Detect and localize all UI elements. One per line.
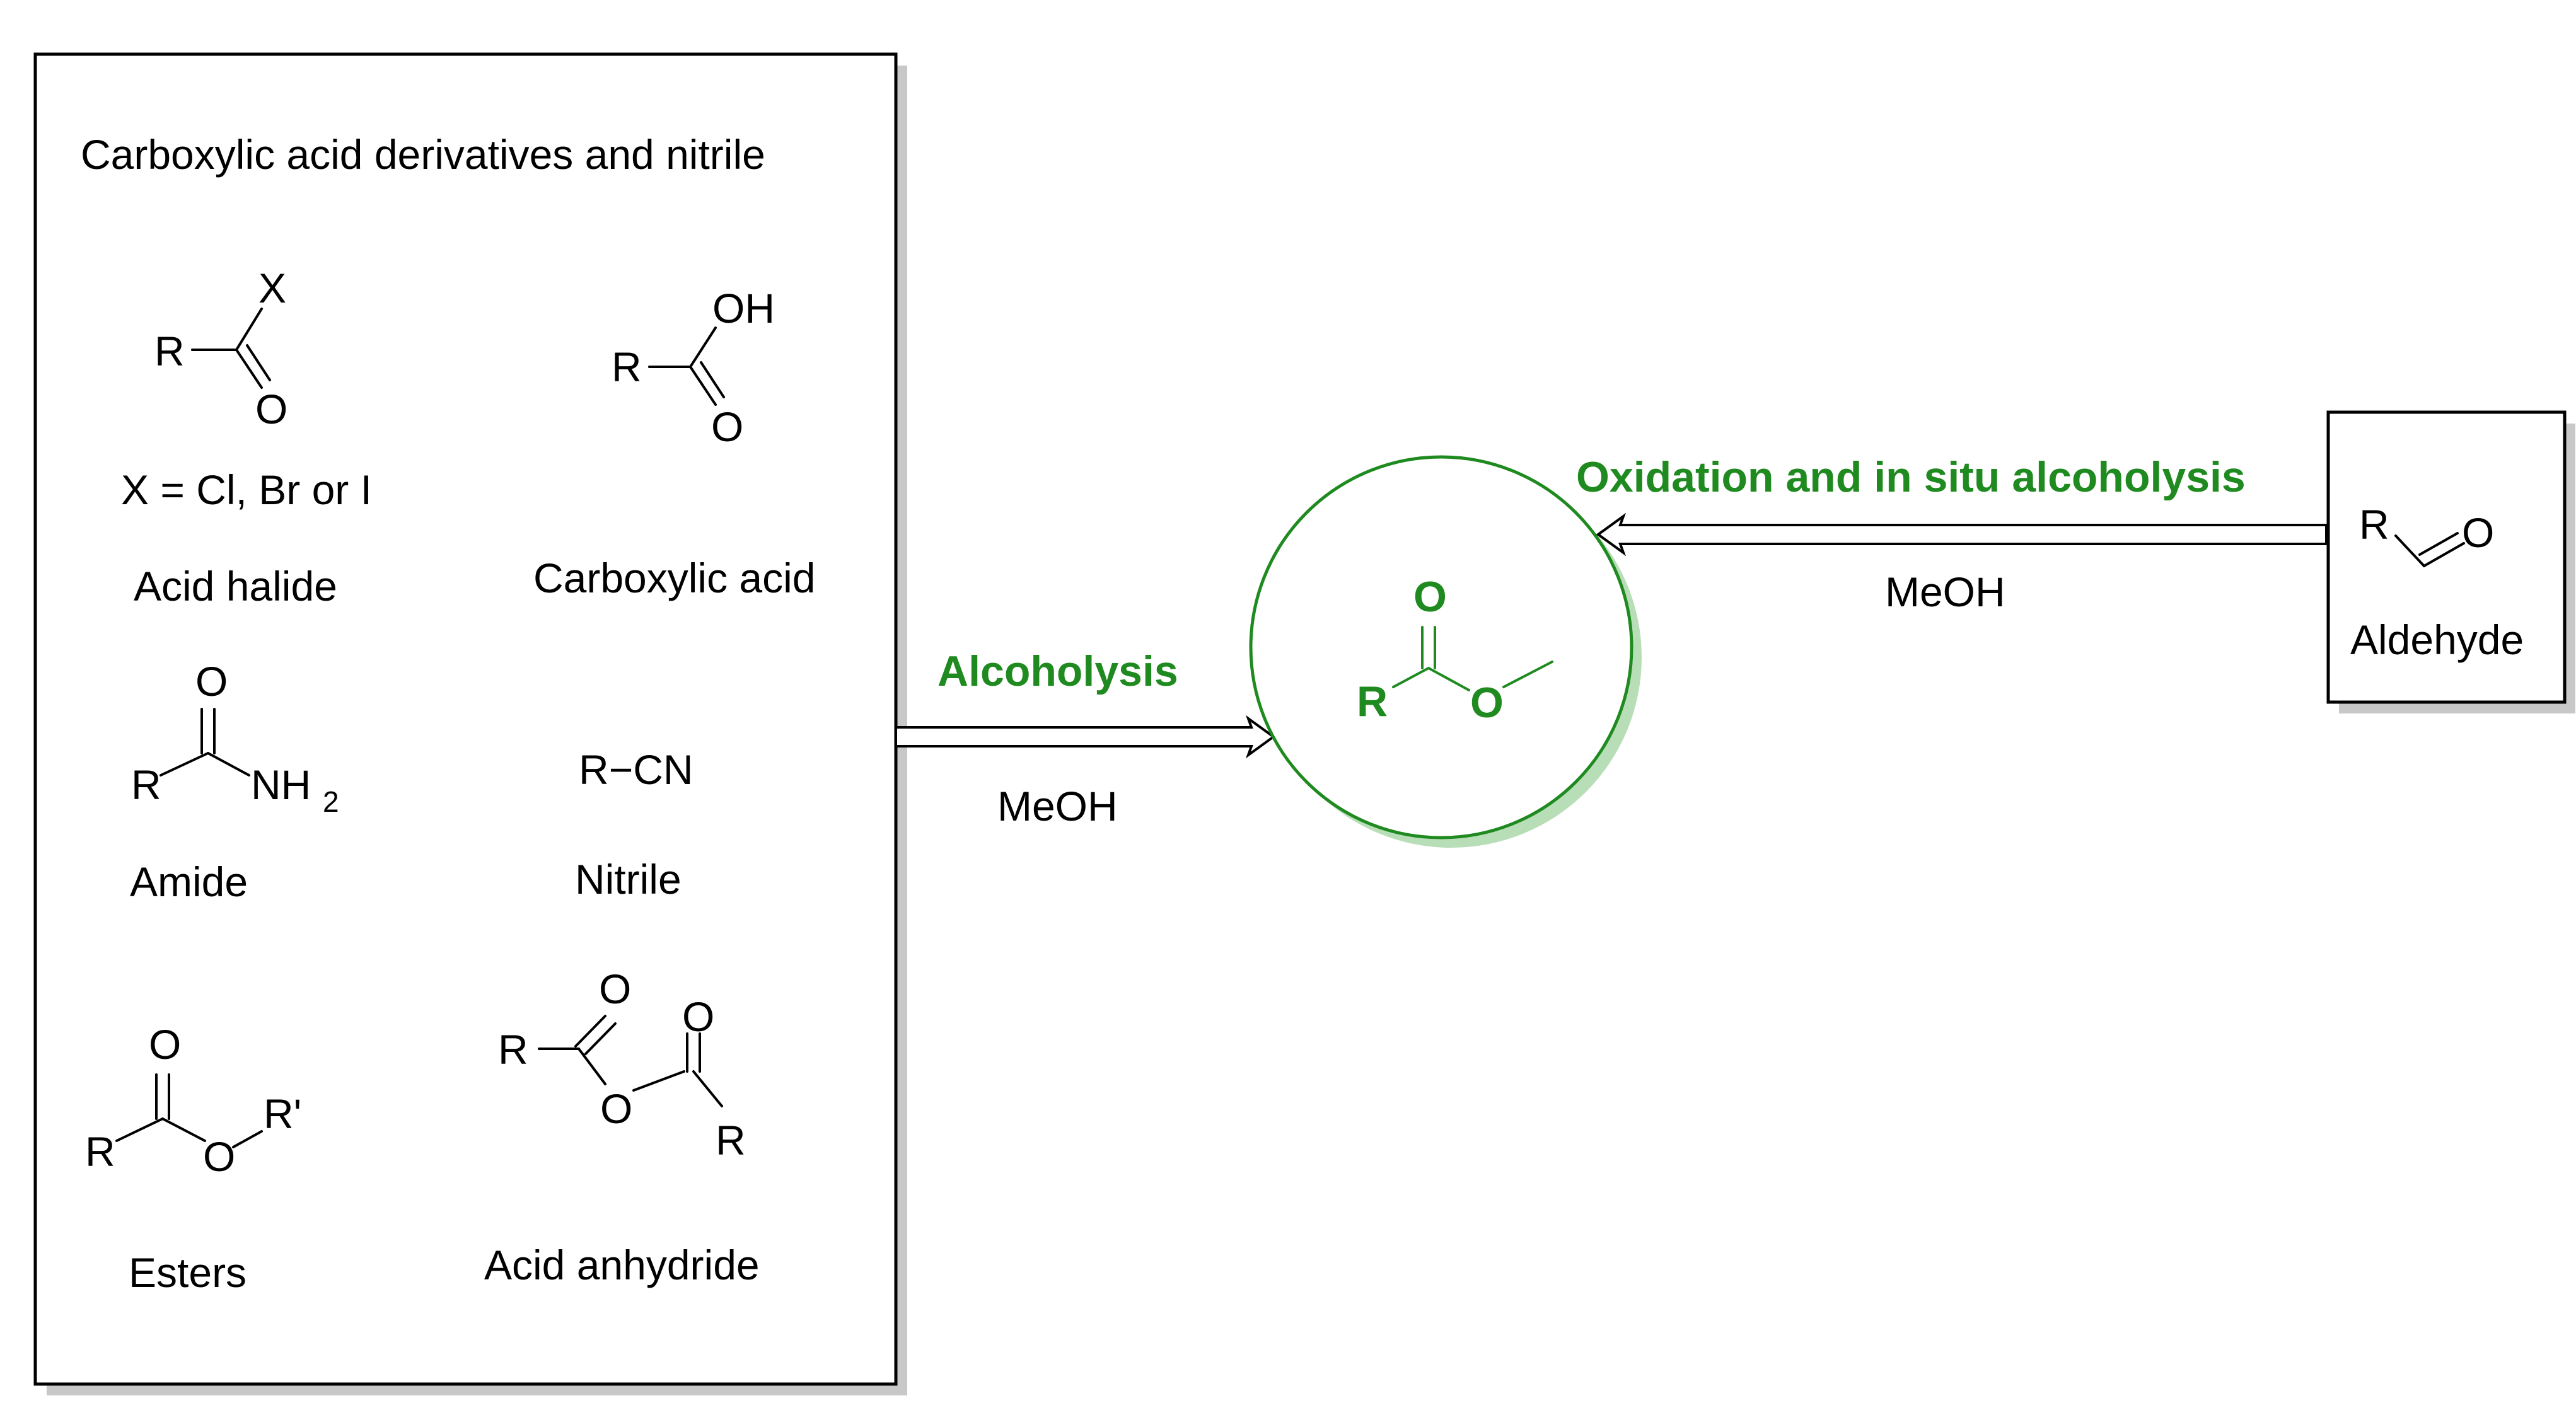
acid-halide-structure: R X O — [154, 265, 287, 432]
alcoholysis-label: Alcoholysis — [937, 647, 1178, 695]
acid-halide-note: X = Cl, Br or I — [121, 466, 372, 513]
carboxylic-acid-label: Carboxylic acid — [533, 555, 816, 601]
aldehyde-atom-O: O — [2462, 509, 2494, 556]
subscript-2: 2 — [323, 785, 339, 818]
product-circle — [1249, 455, 1633, 840]
acid-anhydride-label: Acid anhydride — [484, 1242, 760, 1288]
atom-O-ester: O — [203, 1133, 235, 1180]
oxidation-reagent: MeOH — [1885, 569, 2005, 615]
product-atom-R: R — [1357, 678, 1388, 725]
nitrile-label: Nitrile — [575, 856, 682, 903]
nitrile-formula: R−CN — [579, 746, 693, 793]
atom-NH: NH — [251, 761, 311, 808]
acid-halide-label: Acid halide — [134, 563, 337, 609]
aldehyde-atom-R: R — [2359, 501, 2389, 548]
atom-OH: OH — [712, 285, 775, 332]
alcoholysis-arrow-shape — [895, 715, 1276, 759]
atom-X: X — [258, 265, 286, 311]
atom-O: O — [195, 658, 228, 705]
atom-O-carbonyl: O — [149, 1021, 181, 1068]
aldehyde-panel-frame — [2326, 410, 2567, 704]
acid-anhydride-structure: O R O O R — [498, 966, 746, 1163]
atom-O-2: O — [682, 993, 714, 1040]
atom-O-1: O — [599, 966, 631, 1012]
ester-structure: O R O R' — [85, 1021, 301, 1180]
left-panel-frame — [33, 52, 898, 1386]
atom-R-2: R — [716, 1117, 746, 1163]
atom-O: O — [255, 386, 287, 432]
alcoholysis-reagent: MeOH — [997, 783, 1118, 829]
atom-O-bridge: O — [600, 1085, 632, 1132]
oxidation-arrow: Oxidation and in situ alcoholysis MeOH — [1576, 453, 2328, 615]
atom-O: O — [711, 403, 743, 450]
product-atom-O-carbonyl: O — [1413, 573, 1447, 621]
atom-R: R — [154, 328, 185, 374]
carboxylic-acid-structure: R OH O — [612, 285, 775, 450]
alcoholysis-arrow: Alcoholysis MeOH — [895, 647, 1276, 829]
atom-R: R — [85, 1128, 115, 1175]
oxidation-arrow-shape — [1596, 512, 2328, 557]
amide-label: Amide — [130, 858, 248, 905]
atom-R: R — [131, 761, 161, 808]
product-ester: O R O — [1249, 455, 1642, 848]
esters-label: Esters — [129, 1249, 247, 1296]
left-panel: Carboxylic acid derivatives and nitrile … — [33, 52, 907, 1395]
product-atom-O-ester: O — [1470, 679, 1504, 727]
aldehyde-panel: R O Aldehyde — [2326, 410, 2575, 713]
atom-R-1: R — [498, 1026, 528, 1073]
atom-R: R — [612, 343, 642, 390]
left-panel-title: Carboxylic acid derivatives and nitrile — [81, 131, 765, 178]
oxidation-label: Oxidation and in situ alcoholysis — [1576, 453, 2246, 501]
amide-structure: O R NH 2 — [131, 658, 339, 818]
aldehyde-label: Aldehyde — [2350, 616, 2524, 663]
atom-R-prime: R' — [264, 1090, 301, 1137]
